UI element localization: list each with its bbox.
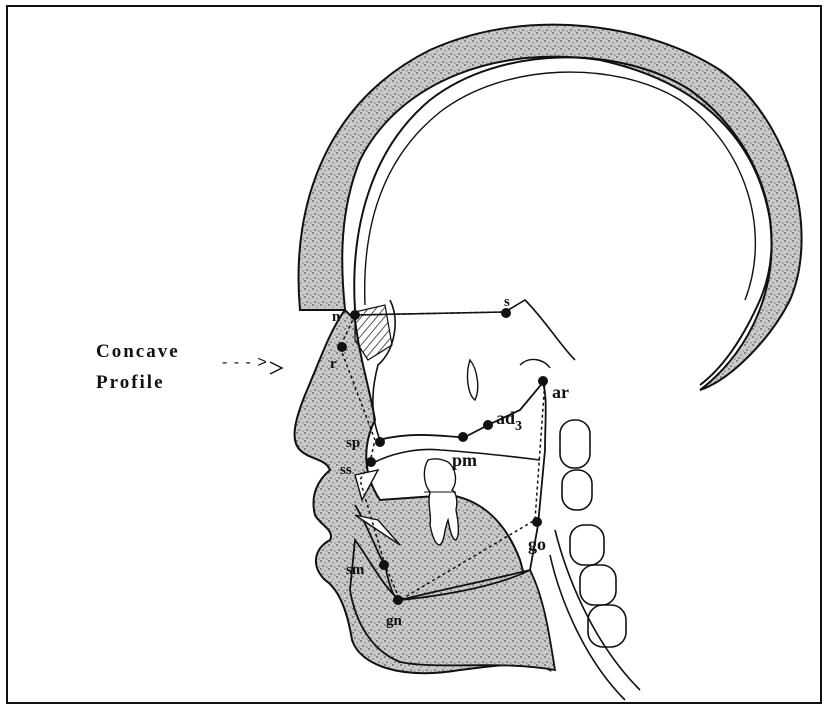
dot-n <box>350 310 360 320</box>
label-ad3: ad3 <box>496 408 522 434</box>
label-sm: sm <box>346 562 365 578</box>
dot-pm <box>458 432 468 442</box>
dot-sm <box>379 560 389 570</box>
label-r: r <box>330 356 337 372</box>
label-go: go <box>528 534 546 554</box>
dot-ad3 <box>483 420 493 430</box>
label-sp: sp <box>346 435 360 451</box>
label-ar: ar <box>552 382 569 402</box>
dot-sp <box>375 437 385 447</box>
cervical-spine <box>550 420 640 700</box>
label-gn: gn <box>386 613 403 629</box>
dot-ar <box>538 376 548 386</box>
label-pm: pm <box>452 450 477 470</box>
label-ss: ss <box>340 462 352 478</box>
dot-go <box>532 517 542 527</box>
dot-r <box>337 342 347 352</box>
inner-vault-outline <box>354 57 771 385</box>
dot-ss <box>366 457 376 467</box>
label-s: s <box>504 294 510 310</box>
dot-gn <box>393 595 403 605</box>
pterygoid-loop <box>468 360 478 400</box>
label-n: n <box>332 309 341 325</box>
ramus-curve <box>520 359 550 368</box>
caption-arrow-head <box>270 362 282 374</box>
